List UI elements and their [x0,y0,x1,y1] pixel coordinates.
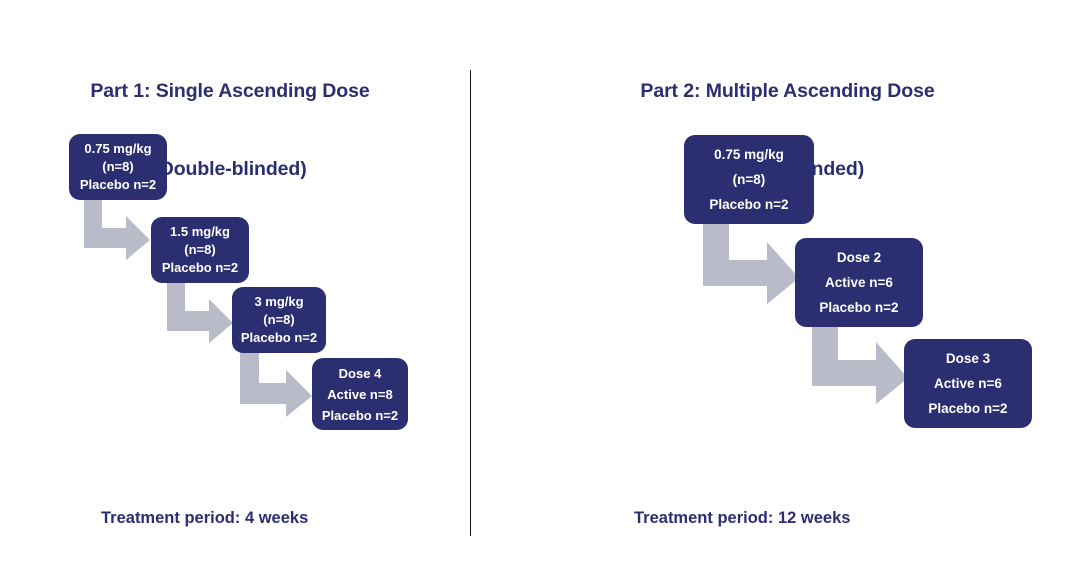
part2-footer-line1: Treatment period: 12 weeks [634,509,851,527]
part2-footer-note: Treatment period: 12 weeks Safety follow… [634,451,973,568]
dose-box-p1-1-line2: (n=8) [102,159,134,174]
dose-box-p1-2[interactable]: 1.5 mg/kg (n=8) Placebo n=2 [151,217,249,283]
elbow-arrow-down-right-p1-3 [240,351,312,417]
part1-title-line2: (Double-blinded) [153,158,307,180]
dose-box-p1-1[interactable]: 0.75 mg/kg (n=8) Placebo n=2 [69,134,167,200]
dose-box-p1-3-line3: Placebo n=2 [240,330,318,345]
dose-box-p1-3-line2: (n=8) [263,312,295,327]
part2-title-line1: Part 2: Multiple Ascending Dose [640,80,935,102]
dose-box-p2-1-line2: (n=8) [732,172,766,187]
panel-divider [470,70,471,536]
dose-box-p1-2-line3: Placebo n=2 [161,260,239,275]
dose-box-p2-3-line3: Placebo n=2 [928,401,1008,416]
dose-box-p2-3[interactable]: Dose 3 Active n=6 Placebo n=2 [904,339,1032,428]
elbow-arrow-down-right-p2-1 [703,218,799,304]
dose-box-p2-3-line1: Dose 3 [945,351,991,366]
dose-box-p1-4[interactable]: Dose 4 Active n=8 Placebo n=2 [312,358,408,430]
dose-box-p1-4-line3: Placebo n=2 [321,407,399,423]
dose-box-p1-2-line1: 1.5 mg/kg [170,224,230,239]
dose-box-p2-2[interactable]: Dose 2 Active n=6 Placebo n=2 [795,238,923,327]
dose-box-p1-3[interactable]: 3 mg/kg (n=8) Placebo n=2 [232,287,326,353]
dose-box-p2-1[interactable]: 0.75 mg/kg (n=8) Placebo n=2 [684,135,814,224]
dose-box-p2-3-line2: Active n=6 [934,376,1002,391]
dose-box-p2-2-line2: Active n=6 [825,275,893,290]
dose-box-p1-3-line1: 3 mg/kg [254,294,304,309]
dose-box-p2-2-line3: Placebo n=2 [819,300,899,315]
part1-footer-line1: Treatment period: 4 weeks [101,509,309,527]
part1-footer-note: Treatment period: 4 weeks Safety follow … [101,451,315,568]
dose-box-p1-4-line1: Dose 4 [338,365,382,381]
dose-box-p1-1-line3: Placebo n=2 [79,177,157,192]
dose-box-p2-1-line3: Placebo n=2 [709,197,789,212]
elbow-arrow-down-right-p2-2 [812,318,908,404]
elbow-arrow-down-right-p1-1 [84,198,150,260]
dose-box-p2-1-line1: 0.75 mg/kg [714,147,784,162]
dose-box-p1-1-line1: 0.75 mg/kg [84,141,152,156]
dose-box-p1-4-line2: Active n=8 [327,386,393,402]
elbow-arrow-down-right-p1-2 [167,281,233,343]
dose-box-p1-2-line2: (n=8) [184,242,216,257]
part1-title-line1: Part 1: Single Ascending Dose [90,80,370,102]
part1-title: Part 1: Single Ascending Dose (Double-bl… [20,26,440,234]
dose-box-p2-2-line1: Dose 2 [836,250,882,265]
